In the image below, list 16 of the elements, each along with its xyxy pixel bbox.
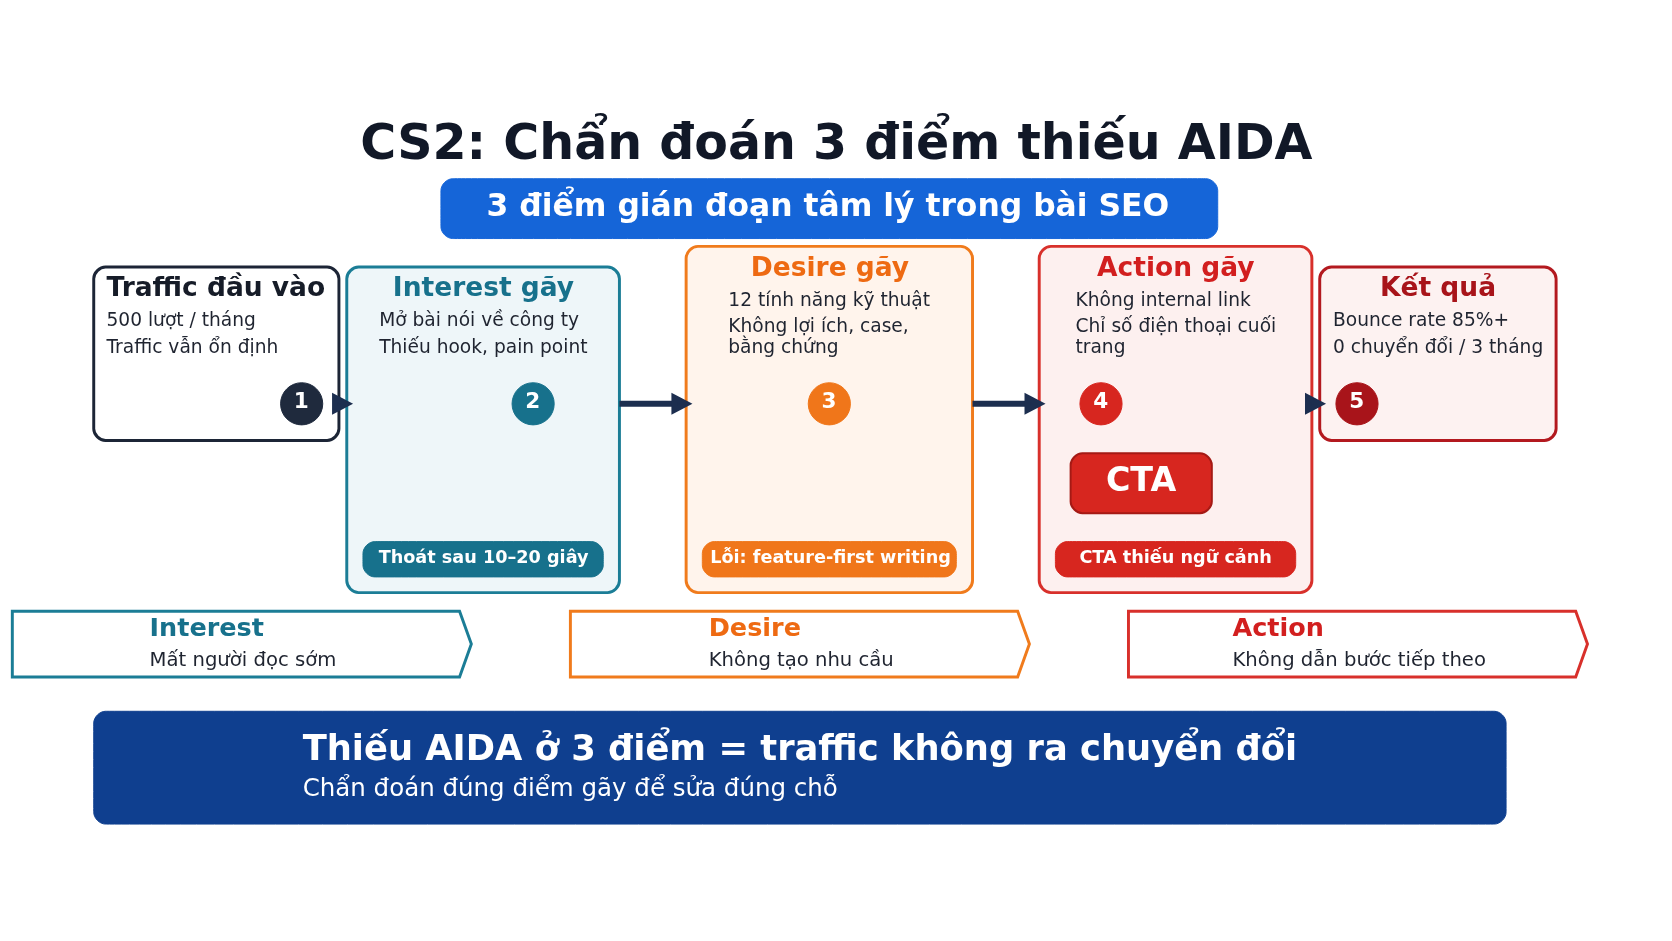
arrow (619, 392, 693, 415)
node-circle: 3 (807, 382, 851, 426)
node-circle: 5 (1335, 382, 1379, 426)
diagram-title: CS2: Chẩn đoán 3 điểm thiếu AIDA (360, 113, 1313, 172)
node-circle: 1 (280, 382, 324, 426)
node-box: CTA thiếu ngữ cảnh (1054, 541, 1297, 578)
arrow (1305, 392, 1327, 415)
node-box: Thoát sau 10–20 giây (362, 541, 604, 578)
node-circle: 4 (1079, 382, 1123, 426)
node-box: Lỗi: feature-first writing (701, 541, 957, 578)
node-circle: 2 (511, 382, 555, 426)
node-box: Thiếu AIDA ở 3 điểm = traffic không ra chuyển đổi Chẩn đoán đúng điểm gãy để sửa đúng chỗ (93, 710, 1507, 825)
arrow (332, 392, 354, 415)
arrow (972, 392, 1046, 415)
node-box: CTA (1069, 452, 1213, 515)
node-box: 3 điểm gián đoạn tâm lý trong bài SEO (440, 178, 1219, 240)
